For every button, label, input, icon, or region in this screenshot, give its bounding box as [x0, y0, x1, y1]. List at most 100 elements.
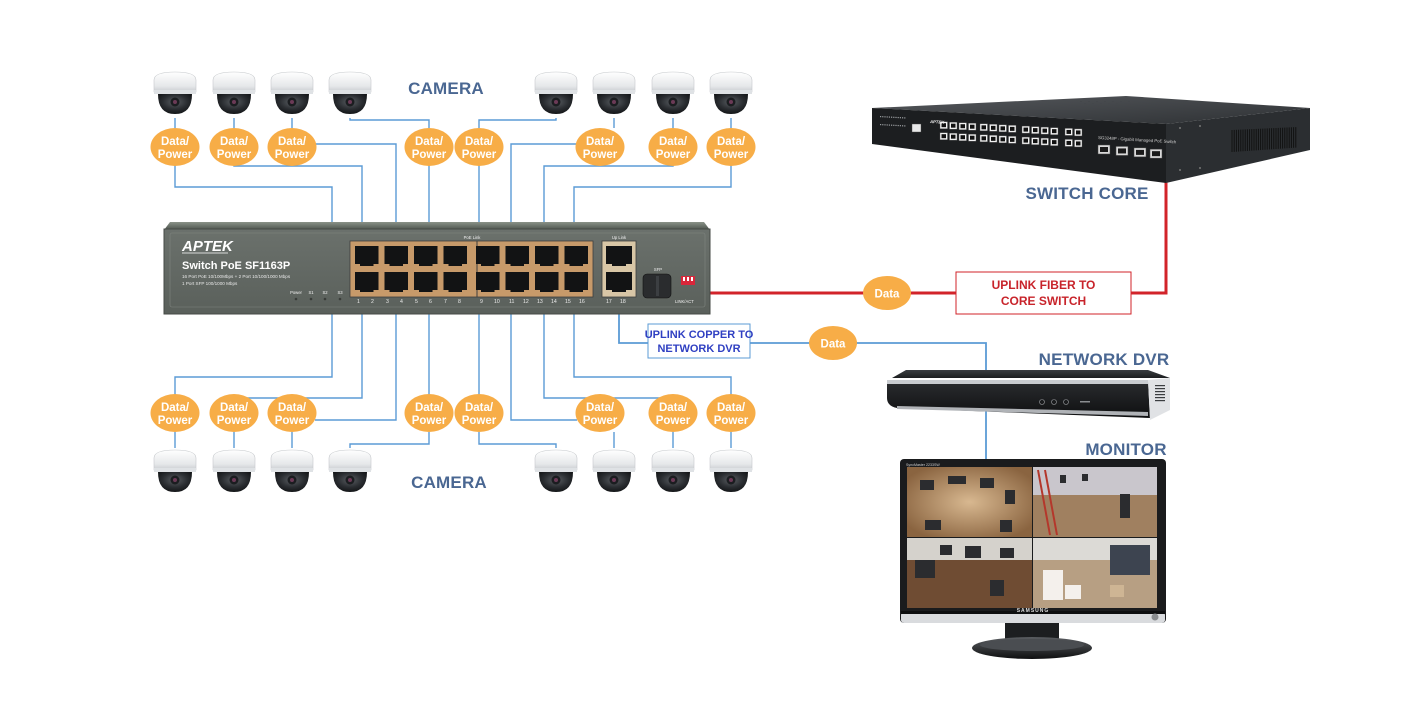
data-power-badge: Data/Power — [575, 128, 625, 166]
svg-text:Power: Power — [656, 149, 691, 161]
camera-icon — [651, 449, 695, 493]
svg-text:UPLINK COPPER TO: UPLINK COPPER TO — [645, 329, 754, 341]
monitor-power-icon — [1151, 613, 1159, 621]
network-dvr — [887, 370, 1170, 420]
port-number: 17 — [606, 299, 612, 305]
rj45-uplink-port — [606, 272, 632, 292]
svg-text:Power: Power — [656, 415, 691, 427]
port-number: 5 — [415, 299, 418, 305]
data-power-badge: Data/Power — [267, 394, 317, 432]
led-indicator — [338, 297, 342, 301]
port-number: 4 — [400, 299, 403, 305]
port-number: 6 — [429, 299, 432, 305]
svg-text:Power: Power — [275, 415, 310, 427]
port-number: 13 — [537, 299, 543, 305]
dvr-button-icon — [1051, 399, 1057, 405]
switch-spec-line2: 1 Port SFP 100/1000 Mbps — [182, 281, 238, 286]
core-console-port — [911, 123, 922, 133]
rj45-port — [535, 272, 559, 292]
data-power-badge: Data/Power — [575, 394, 625, 432]
switch-spec-line1: 16 Port PoE 10/100Mbps + 2 Port 10/100/1… — [182, 274, 291, 279]
camera-icon — [534, 449, 578, 493]
camera-icon — [709, 449, 753, 493]
rj45-port — [505, 272, 529, 292]
poe-link-label: PoE Link — [464, 235, 482, 240]
rj45-port — [355, 272, 379, 292]
data-power-badge: Data/Power — [706, 394, 756, 432]
data-power-badge: Data/Power — [648, 128, 698, 166]
data-power-badge: Data/Power — [209, 128, 259, 166]
port-number: 3 — [386, 299, 389, 305]
rj45-port — [443, 246, 467, 266]
svg-text:Data/: Data/ — [465, 402, 494, 414]
port-number: 18 — [620, 299, 626, 305]
data-power-badge: Data/Power — [706, 128, 756, 166]
rj45-port — [443, 272, 467, 292]
camera-icon — [328, 449, 372, 493]
rj45-port — [414, 246, 438, 266]
switch-core-label: SWITCH CORE — [1025, 184, 1148, 203]
core-switch-vents — [1080, 101, 1297, 171]
camera-icon — [709, 71, 753, 115]
data-power-badge: Data/Power — [404, 394, 454, 432]
svg-text:Power: Power — [462, 415, 497, 427]
data-power-badge: Data/Power — [209, 394, 259, 432]
core-switch: APTEK SG3248P - Gigabit Managed PoE Swit… — [872, 96, 1310, 183]
monitor-screen-camera-feeds — [907, 467, 1157, 608]
svg-text:Power: Power — [412, 149, 447, 161]
camera-icon — [592, 449, 636, 493]
svg-text:Power: Power — [158, 415, 193, 427]
data-power-badges-top: Data/PowerData/PowerData/PowerData/Power… — [150, 128, 756, 166]
switch-model-name: Switch PoE SF1163P — [182, 260, 290, 272]
data-power-badge: Data/Power — [454, 128, 504, 166]
svg-text:Data/: Data/ — [586, 402, 615, 414]
monitor-label: MONITOR — [1085, 440, 1166, 459]
svg-text:Power: Power — [583, 415, 618, 427]
monitor-model-text: SyncMaster 2233SW — [906, 463, 940, 467]
port-number: 1 — [357, 299, 360, 305]
svg-text:Data/: Data/ — [220, 402, 249, 414]
data-power-badges-bottom: Data/PowerData/PowerData/PowerData/Power… — [150, 394, 756, 432]
rj45-port — [505, 246, 529, 266]
svg-text:Data/: Data/ — [415, 402, 444, 414]
rj45-port — [476, 246, 500, 266]
camera-icon — [270, 71, 314, 115]
data-power-badge: Data/Power — [150, 394, 200, 432]
port-number: 2 — [371, 299, 374, 305]
monitor-brand-logo: SAMSUNG — [1017, 608, 1050, 614]
svg-text:Data/: Data/ — [659, 402, 688, 414]
port-number: 11 — [509, 299, 514, 305]
port-number: 15 — [565, 299, 571, 305]
port-number: 16 — [579, 299, 585, 305]
svg-text:Power: Power — [158, 149, 193, 161]
svg-text:Power: Power — [412, 415, 447, 427]
data-power-badge: Data/Power — [454, 394, 504, 432]
led-label: S1 — [308, 290, 314, 295]
camera-label-bottom: CAMERA — [411, 473, 487, 492]
fiber-data-badge: Data — [863, 276, 911, 310]
core-brand: APTEK — [929, 119, 945, 125]
rj45-port — [564, 272, 588, 292]
svg-text:UPLINK FIBER TO: UPLINK FIBER TO — [992, 278, 1096, 292]
svg-text:Power: Power — [583, 149, 618, 161]
core-model-text: SG3248P - Gigabit Managed PoE Switch — [1098, 135, 1177, 144]
rj45-port — [476, 272, 500, 292]
svg-text:Power: Power — [217, 415, 252, 427]
switch-poe-ports — [355, 246, 588, 292]
camera-icon — [651, 71, 695, 115]
camera-icon — [592, 71, 636, 115]
camera-icon — [153, 449, 197, 493]
svg-text:Power: Power — [462, 149, 497, 161]
svg-text:Data/: Data/ — [717, 402, 746, 414]
camera-icon — [270, 449, 314, 493]
port-number: 7 — [444, 299, 447, 305]
rj45-port — [414, 272, 438, 292]
uplink-label: Up Link — [612, 235, 627, 240]
led-label: Power — [290, 290, 302, 295]
sfp-label: SFP — [654, 267, 662, 272]
fiber-uplink-cable — [706, 180, 1168, 295]
port-number: 8 — [458, 299, 461, 305]
rj45-uplink-port — [606, 246, 632, 266]
